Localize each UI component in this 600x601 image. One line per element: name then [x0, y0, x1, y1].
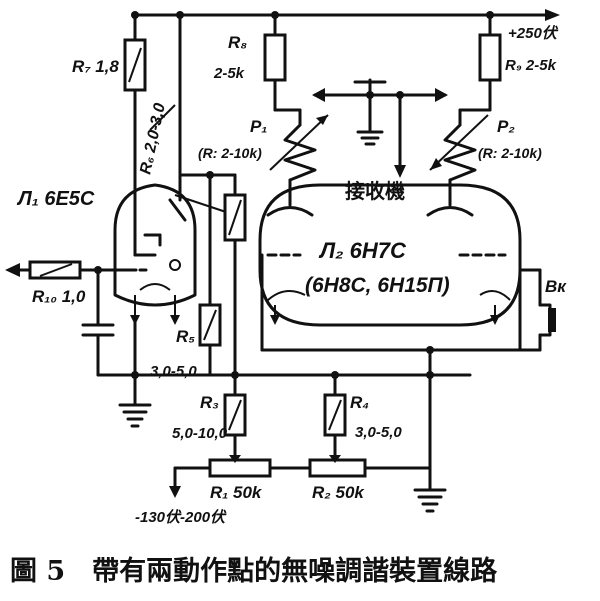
selector-switch — [312, 78, 448, 178]
left-ground — [96, 318, 237, 428]
label-r9: R₉ 2-5k — [505, 57, 557, 74]
label-r3-val: 5,0-10,0 — [172, 425, 228, 442]
label-tube2-alt: (6H8C, 6H15П) — [305, 274, 450, 297]
tuning-eye-tube-l1 — [113, 178, 197, 325]
label-p2-val: (R: 2-10k) — [478, 145, 542, 161]
label-bias: -130伏-200伏 — [135, 509, 227, 526]
label-p1-name: P₁ — [250, 117, 267, 136]
bias-arrow — [169, 466, 181, 498]
potentiometer-p1 — [269, 108, 329, 197]
resistor-r7 — [123, 13, 147, 212]
label-phones: Bк — [545, 277, 567, 296]
label-r7: R₇ 1,8 — [72, 57, 119, 76]
input-line — [5, 260, 132, 280]
ground-symbol-right — [413, 488, 447, 513]
figure-caption: 圖 5 帶有兩動作點的無噪調諧裝置線路 — [10, 555, 498, 587]
resistor-r4 — [323, 373, 347, 462]
label-r10: R₁₀ 1,0 — [32, 287, 86, 306]
label-p2-name: P₂ — [497, 117, 515, 136]
capacitor — [81, 268, 115, 377]
label-supply: +250伏 — [508, 25, 559, 42]
label-r8-val: 2-5k — [213, 65, 245, 82]
label-p1-val: (R: 2-10k) — [198, 145, 262, 161]
resistor-r6-body — [149, 104, 176, 131]
label-r4-name: R₄ — [350, 393, 369, 412]
receiver-label: 接收機 — [345, 179, 405, 203]
label-r5-name: R₅ — [176, 327, 195, 346]
label-tube2-name: Л₂ 6H7C — [318, 238, 407, 263]
resistor-grid — [174, 173, 247, 377]
label-r8-name: R₈ — [228, 33, 247, 52]
supply-bus — [131, 9, 560, 21]
potentiometer-r2 — [308, 455, 432, 478]
ground-symbol-center — [356, 123, 384, 146]
label-r5-val: 3,0-5,0 — [150, 363, 197, 380]
potentiometer-p2 — [429, 108, 489, 197]
label-r6: R₆ 2,0-3,0 — [137, 102, 169, 176]
label-r1: R₁ 50k — [210, 483, 263, 502]
resistor-r3 — [223, 373, 247, 462]
dual-triode-tube-l2 — [258, 183, 522, 352]
label-r2: R₂ 50k — [312, 483, 365, 502]
resistor-r9 — [458, 13, 502, 112]
headphone-jack — [518, 268, 556, 352]
label-tube1: Л₁ 6E5C — [16, 188, 95, 210]
label-r3-name: R₃ — [200, 393, 219, 412]
potentiometer-r1 — [173, 455, 312, 478]
resistor-r5 — [198, 171, 222, 377]
label-r4-val: 3,0-5,0 — [355, 424, 402, 441]
resistor-r8 — [263, 13, 302, 112]
